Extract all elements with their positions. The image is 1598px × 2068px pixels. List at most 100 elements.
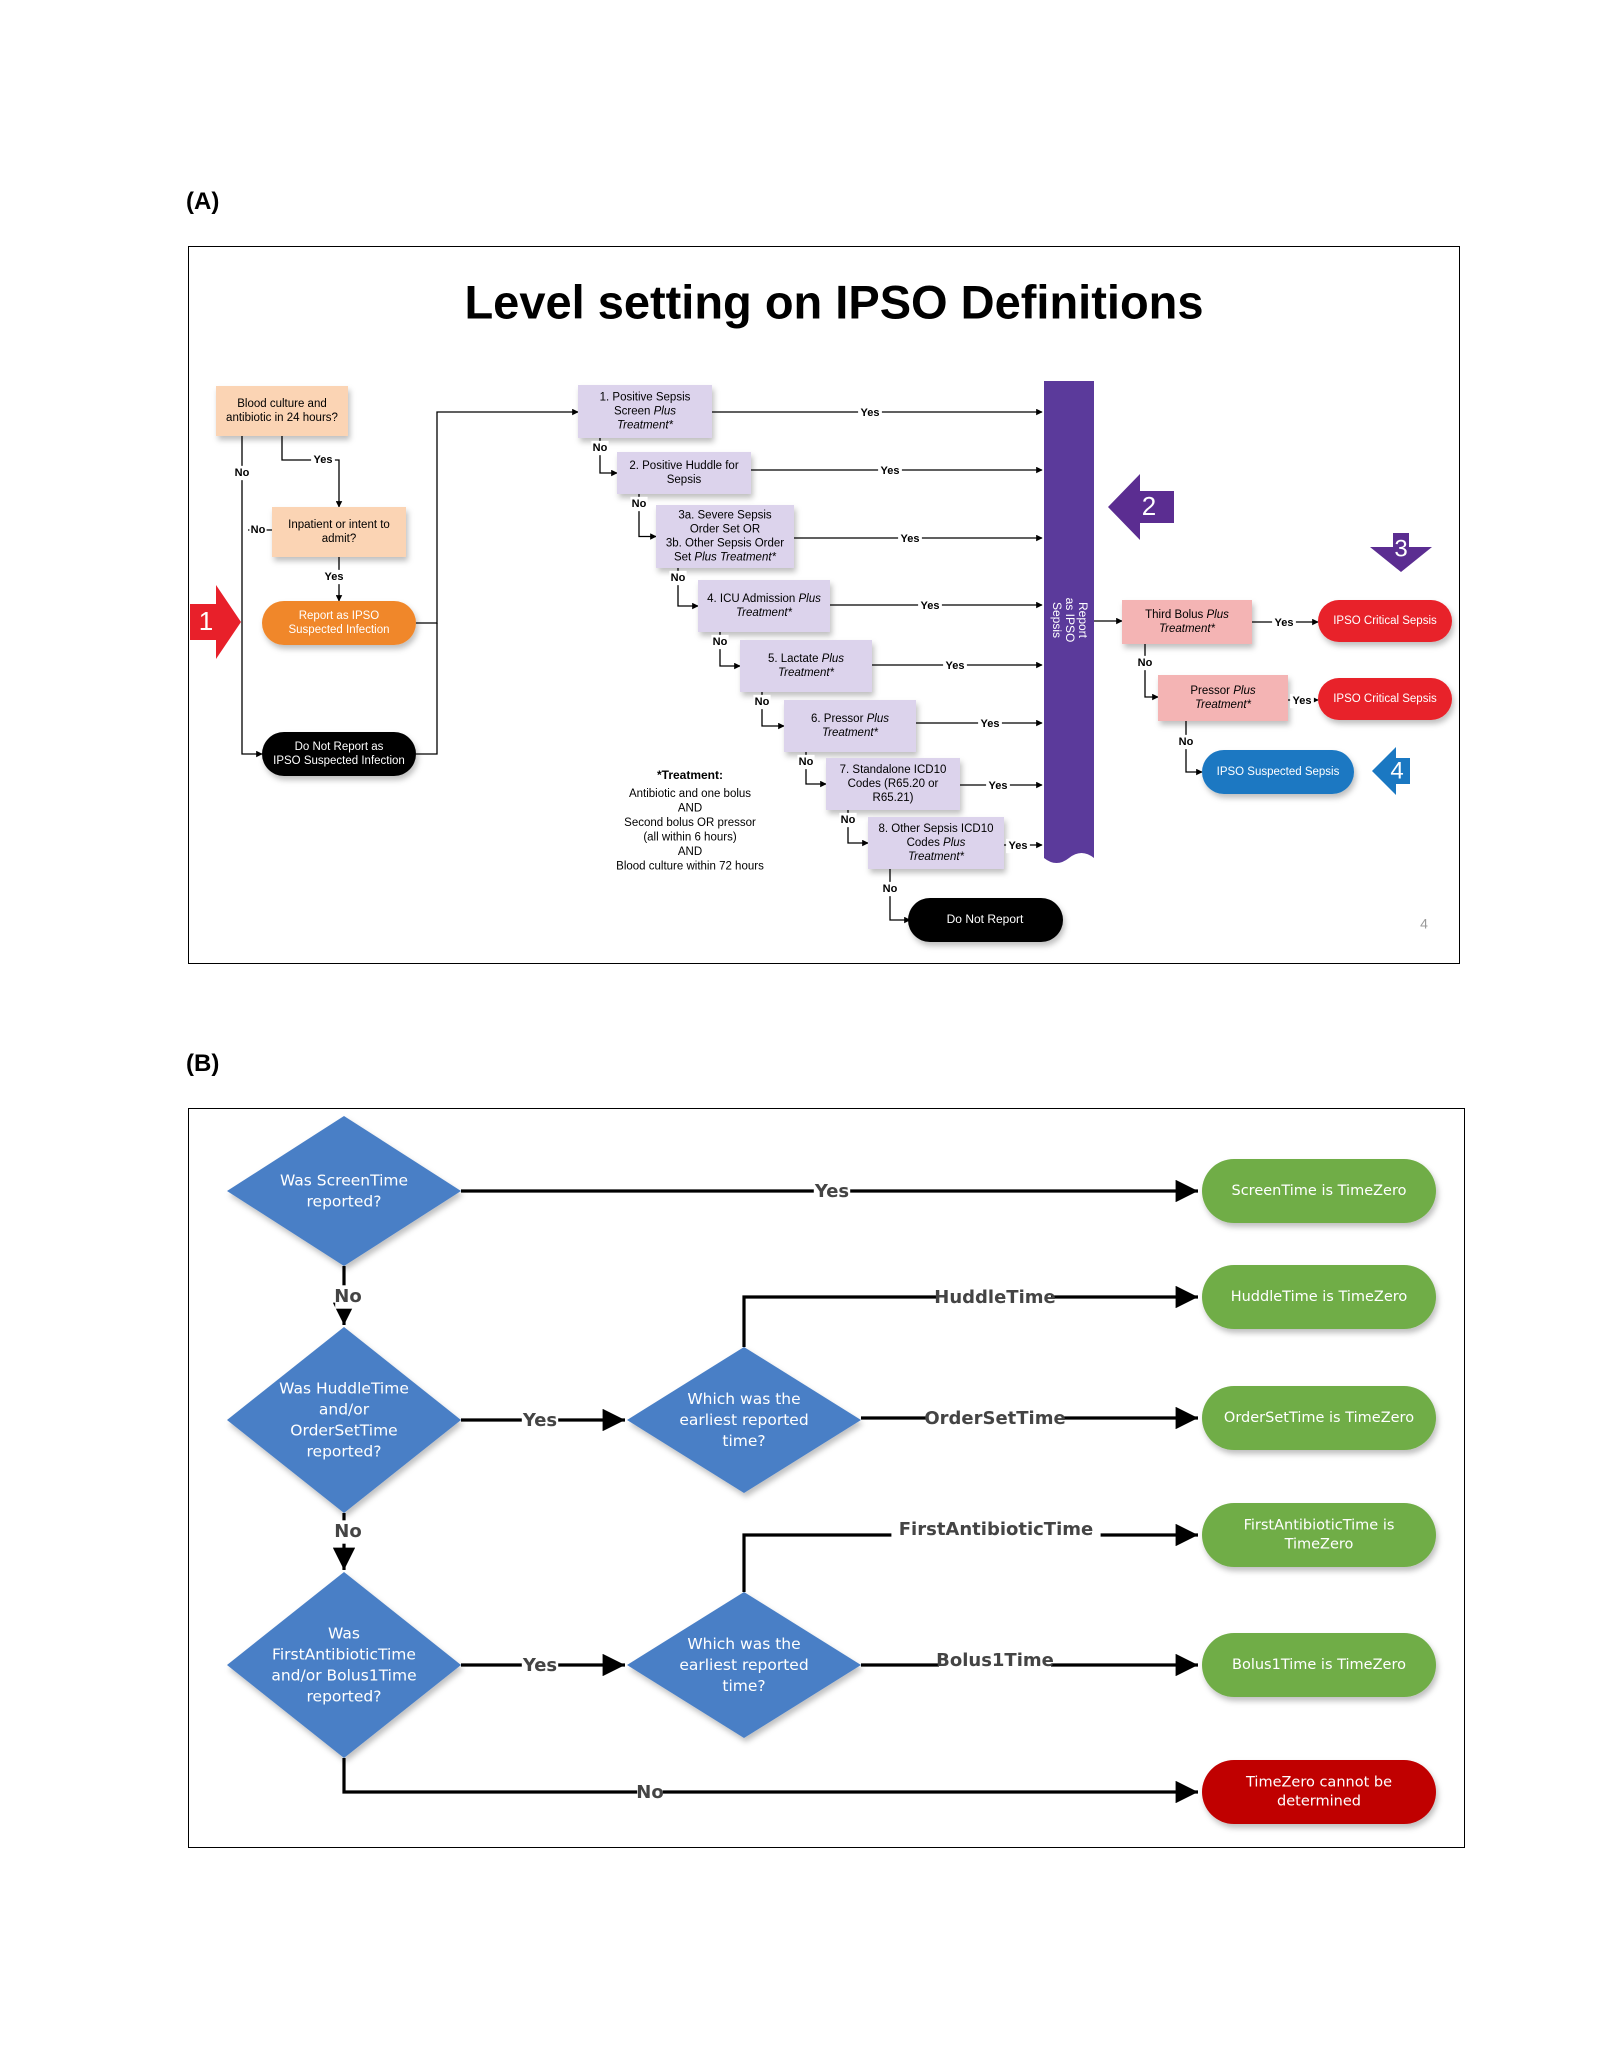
edge-pressor-no-label: No (1179, 736, 1194, 748)
result-antibiotic-text: FirstAntibioticTime is (1244, 1518, 1395, 1534)
edge-criterion-yes-label-1: Yes (861, 407, 880, 419)
result-orderset-text: OrderSetTime is TimeZero (1224, 1410, 1414, 1426)
pressor-text: Treatment* (1195, 699, 1252, 711)
edge-bolus-no (1144, 644, 1159, 701)
edge-criterion-yes-label-2: Yes (881, 465, 900, 477)
do-not-report-infection-text: Do Not Report as (295, 741, 384, 753)
edge-bolus-no-label-bg (1136, 655, 1154, 671)
report-suspected-infection (262, 601, 416, 645)
edge-blood-no (241, 436, 263, 758)
result-undetermined-text: determined (1277, 1794, 1361, 1810)
edge-blood-no-label: No (235, 467, 250, 479)
diamond-earliest-2-text: time? (722, 1677, 765, 1695)
ipso-suspected-sepsis-text: IPSO Suspected Sepsis (1217, 766, 1340, 778)
edge-antibiotic-no-label: No (636, 1782, 663, 1803)
edge-blood-yes-label-bg (311, 452, 335, 468)
edge-bolus1time-label: Bolus1Time (936, 1650, 1054, 1671)
criterion-text-8: 8. Other Sepsis ICD10 (878, 823, 993, 835)
edge-criterion-no-label-4: No (713, 636, 728, 648)
criterion-text-6: Treatment* (822, 727, 879, 739)
edge-criterion-no-label-2-bg (630, 496, 648, 512)
treatment-note-line: (all within 6 hours) (643, 831, 736, 843)
criterion-text-3: Order Set OR (690, 524, 760, 536)
ipso-critical-sepsis-2-text: IPSO Critical Sepsis (1333, 693, 1437, 705)
diamond-huddle-orderset-text: OrderSetTime (290, 1421, 397, 1439)
criterion-box-1 (578, 385, 712, 438)
edge-criterion-no-label-7: No (841, 814, 856, 826)
third-bolus-text: Third Bolus Plus (1145, 609, 1229, 621)
diamond-huddle-orderset-text: Was HuddleTime (279, 1379, 409, 1397)
edge-criterion-no-label-2: No (632, 498, 647, 510)
edge-blood-yes (281, 436, 343, 508)
edge-pressor-yes-label-bg (1290, 693, 1314, 709)
edge-criterion-yes-label-7-bg (986, 778, 1010, 794)
edge-antibiotic-no (342, 1758, 1198, 1804)
diamond-earliest-1-text: earliest reported (679, 1411, 808, 1429)
edge-firstantibiotictime-label-bg (891, 1518, 1101, 1542)
criterion-text-2: 2. Positive Huddle for (629, 460, 738, 472)
result-undetermined (1202, 1760, 1436, 1824)
edge-criterion-yes-label-5: Yes (946, 660, 965, 672)
edge-huddletime-label-bg (939, 1286, 1051, 1310)
result-screen (1202, 1159, 1436, 1223)
result-antibiotic (1202, 1503, 1436, 1567)
edge-criterion-yes-label-3-bg (898, 531, 922, 547)
edge-criterion-no-label-5-bg (753, 694, 771, 710)
treatment-note-heading: *Treatment: (657, 768, 723, 782)
edge-huddle-no-label-bg (335, 1520, 361, 1544)
diamond-antibiotic-bolus-text: Was (328, 1624, 360, 1642)
edge-criterion-yes-label-4: Yes (921, 600, 940, 612)
criterion-text-1: 1. Positive Sepsis (600, 392, 691, 404)
marker-4-text: 4 (1390, 757, 1403, 784)
report-bar-line: as IPSO (1063, 598, 1077, 643)
diamond-earliest-2-text: earliest reported (679, 1656, 808, 1674)
criterion-text-3: 3b. Other Sepsis Order (666, 538, 784, 550)
treatment-note-line: Second bolus OR pressor (624, 817, 756, 829)
criterion-text-5: Treatment* (778, 667, 835, 679)
edge-screen-yes-label-bg (813, 1180, 851, 1204)
edge-huddle-yes-label: Yes (522, 1410, 557, 1431)
edge-firstantibiotictime (742, 1523, 1198, 1592)
third-bolus-text: Treatment* (1159, 623, 1216, 635)
criterion-text-7: R65.21) (873, 792, 914, 804)
diamond-earliest-1-text: Which was the (687, 1390, 800, 1408)
do-not-report-final (908, 898, 1063, 942)
edge-huddle-no-label: No (334, 1521, 361, 1542)
edge-criterion-yes-label-5-bg (943, 658, 967, 674)
flowchart-shapes (190, 381, 1452, 1824)
edge-bolus-yes-label-bg (1272, 615, 1296, 631)
ipso-critical-sepsis-1-text: IPSO Critical Sepsis (1333, 615, 1437, 627)
edge-pressor-yes-label: Yes (1293, 695, 1312, 707)
edge-criterion-no-label-3: No (671, 572, 686, 584)
diamond-earliest-2 (627, 1592, 861, 1738)
diamond-earliest-1-text: time? (722, 1432, 765, 1450)
criterion-box-4 (698, 580, 830, 632)
marker-1-text: 1 (199, 606, 213, 636)
criterion-text-1: Treatment* (617, 420, 674, 432)
edge-bolus1time-label-bg (939, 1649, 1051, 1673)
ipso-critical-sepsis-1 (1318, 600, 1452, 642)
diamond-antibiotic-bolus-text: and/or Bolus1Time (271, 1666, 416, 1684)
edge-criterion-yes-label-3: Yes (901, 533, 920, 545)
diamond-screen-time-text: Was ScreenTime (280, 1171, 408, 1189)
edge-inpatient-yes-label: Yes (325, 571, 344, 583)
inpatient-question-text: admit? (322, 533, 357, 545)
edge-huddle-yes-label-bg (521, 1409, 559, 1433)
edge-inpatient-yes-label-bg (322, 569, 346, 585)
edge-blood-no-label-bg (233, 465, 251, 481)
panel-b-frame (188, 1108, 1465, 1848)
result-orderset (1202, 1386, 1436, 1450)
edge-ordersettime-label-bg (928, 1407, 1062, 1431)
result-huddle (1202, 1265, 1436, 1329)
diamond-huddle-orderset-text: reported? (307, 1442, 382, 1460)
edge-firstantibiotictime-label: FirstAntibioticTime (899, 1519, 1093, 1540)
edge-inpatient-no-label-bg (249, 522, 267, 538)
report-bar-line: Sepsis (1050, 602, 1064, 638)
report-suspected-infection-text: Report as IPSO (299, 610, 380, 622)
do-not-report-infection-text: IPSO Suspected Infection (273, 755, 405, 767)
result-screen-text: ScreenTime is TimeZero (1232, 1183, 1407, 1199)
edge-pressor-no-label-bg (1177, 734, 1195, 750)
panel-b-label: (B) (186, 1050, 220, 1077)
edge-donot-to-criteria (416, 623, 438, 755)
edge-criterion-no-label-6: No (799, 756, 814, 768)
